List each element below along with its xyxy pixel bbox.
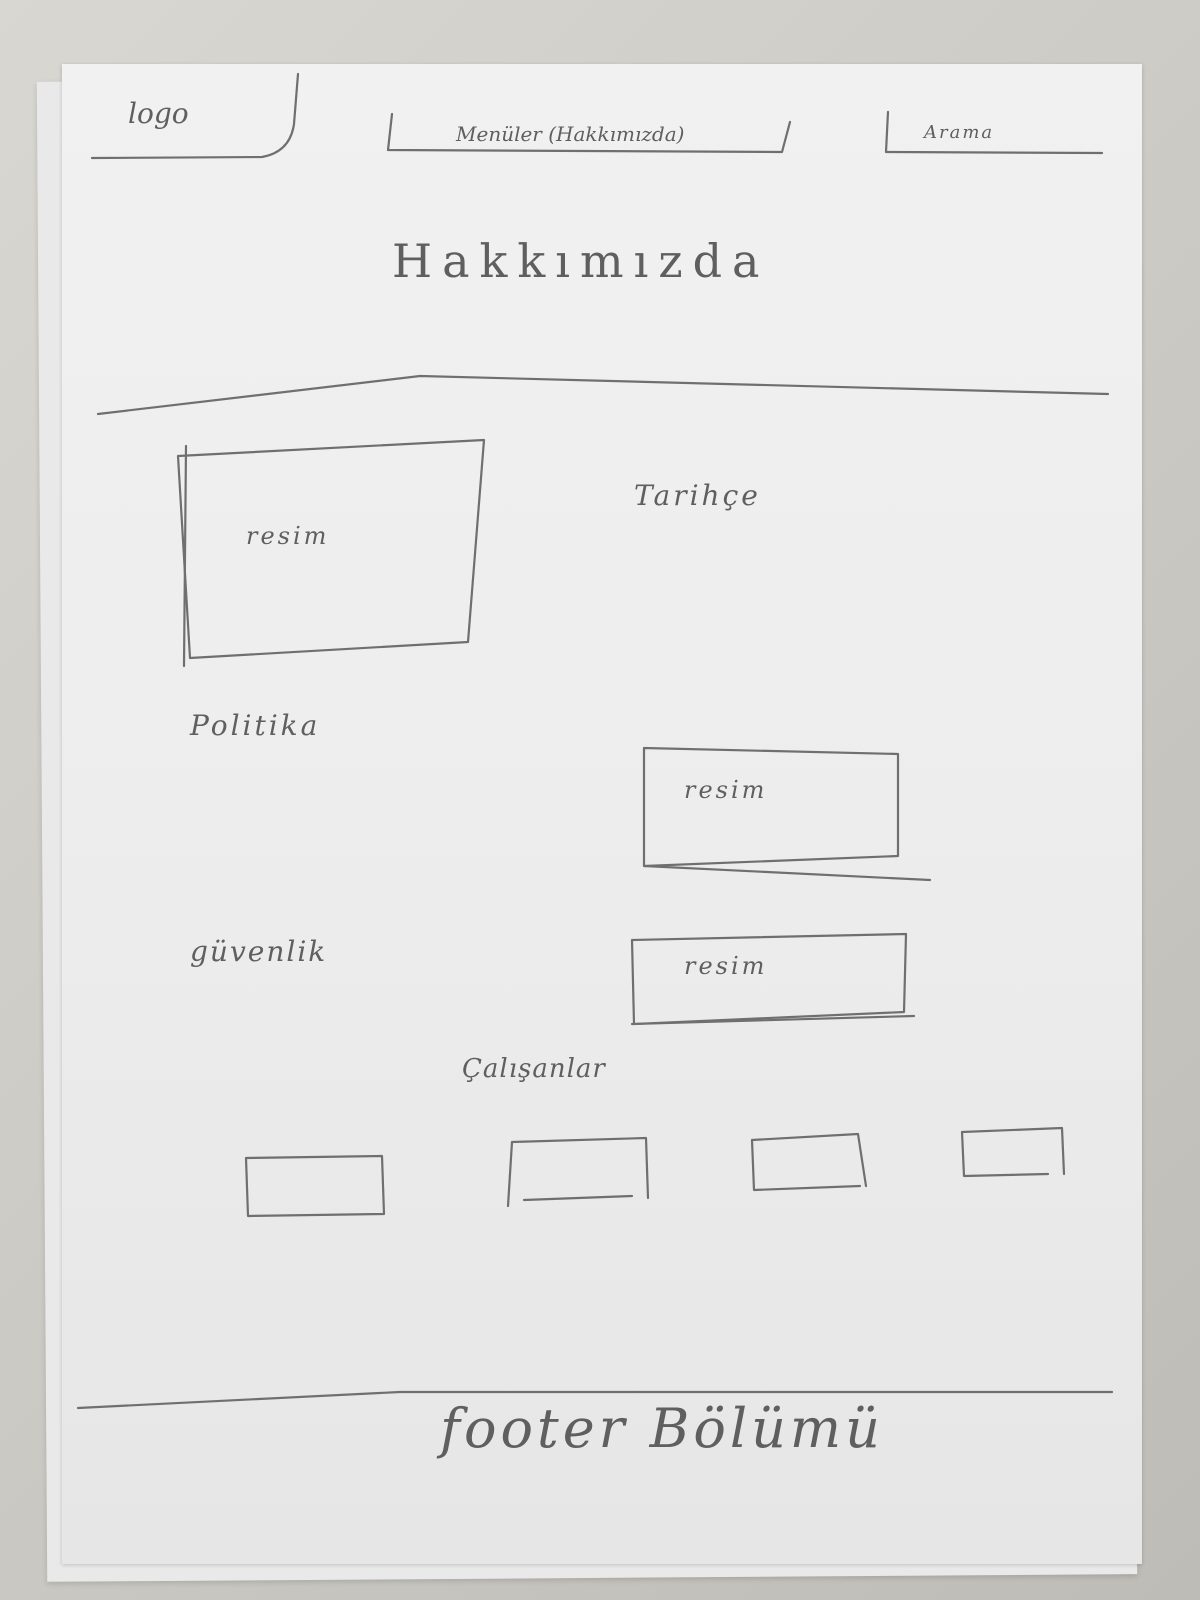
- logo-text[interactable]: logo: [128, 97, 189, 130]
- search-box[interactable]: Arama: [924, 122, 995, 143]
- employee-card-1: [244, 1154, 386, 1218]
- footer-divider: [76, 1390, 1114, 1410]
- menu-bracket: [386, 112, 792, 154]
- image-2-stroke: [642, 864, 932, 882]
- employee-card-4: [960, 1126, 1066, 1178]
- sketch-paper: [62, 64, 1142, 1564]
- image-label-1: resim: [246, 522, 330, 550]
- image-3-stroke: [630, 1014, 916, 1026]
- security-section-label: güvenlik: [190, 935, 328, 968]
- employee-card-2: [506, 1136, 650, 1208]
- page-title: Hakkımızda: [392, 234, 770, 288]
- employees-section-label: Çalışanlar: [462, 1054, 606, 1084]
- image-label-2: resim: [684, 776, 768, 804]
- image-placeholder-1: [176, 438, 486, 660]
- image-placeholder-3: [630, 932, 908, 1026]
- nav-menu[interactable]: Menüler (Hakkımızda): [456, 122, 685, 146]
- logo-box: [90, 72, 300, 160]
- footer-text: footer Bölümü: [440, 1397, 884, 1460]
- employee-card-3: [750, 1132, 868, 1192]
- history-section-label: Tarihçe: [634, 479, 761, 512]
- image-1-stroke: [182, 444, 188, 668]
- header-divider: [96, 374, 1110, 416]
- policy-section-label: Politika: [190, 709, 321, 742]
- image-label-3: resim: [684, 952, 768, 980]
- image-placeholder-2: [642, 746, 900, 868]
- search-bracket: [884, 110, 1104, 155]
